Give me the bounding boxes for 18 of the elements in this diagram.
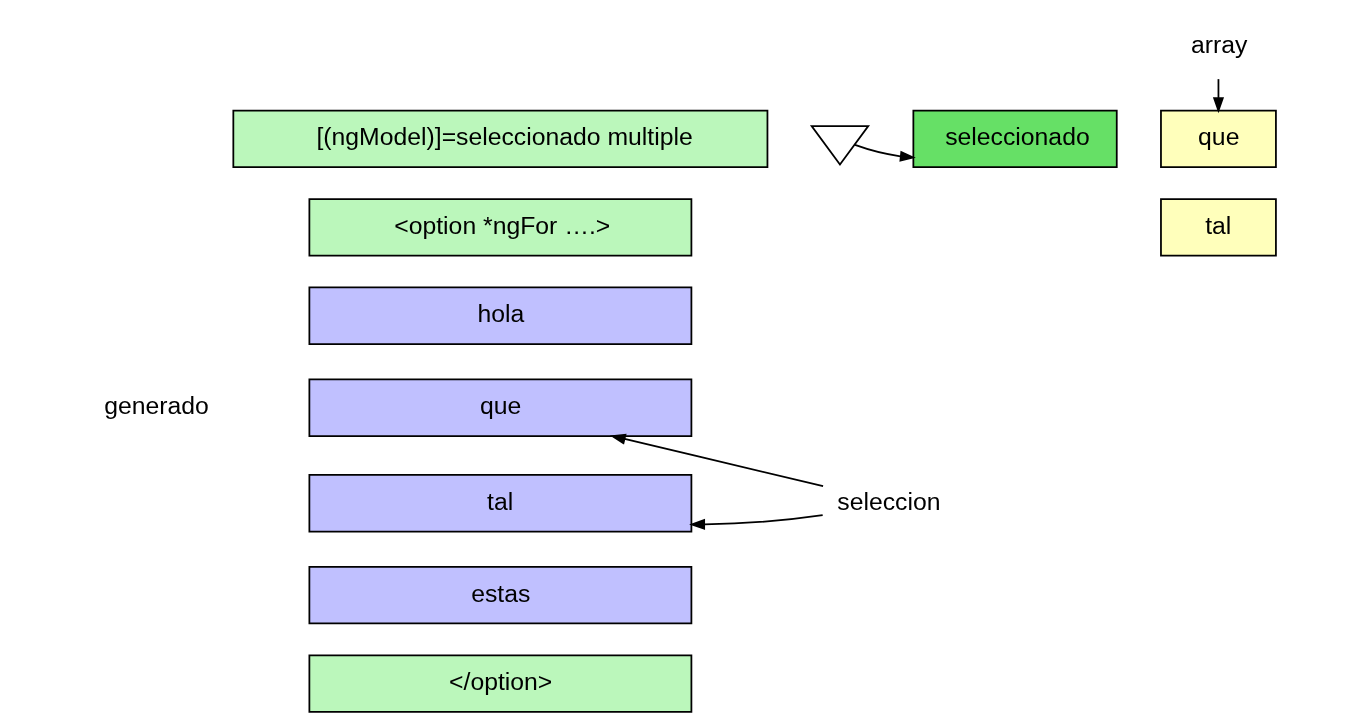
- node-box: tal: [308, 474, 692, 533]
- node-box: que: [1159, 109, 1277, 169]
- node-text: array: [1190, 31, 1247, 59]
- node-box: [(ngModel)]=seleccionado multiple: [231, 109, 768, 169]
- label: generado: [103, 392, 209, 420]
- node-box: que: [308, 378, 692, 437]
- arrow: [688, 514, 824, 530]
- arrow: [609, 433, 824, 487]
- node-text: seleccion: [836, 487, 940, 515]
- node-box: estas: [308, 566, 692, 625]
- node-box: seleccionado: [911, 109, 1118, 169]
- node-box: </option>: [308, 654, 692, 713]
- arrow: [853, 144, 916, 162]
- node-box: <option *ngFor ….>: [308, 198, 692, 257]
- node-box: hola: [308, 286, 692, 345]
- node-triangle: [809, 125, 870, 167]
- arrow: [1212, 78, 1224, 114]
- node-box: tal: [1159, 198, 1277, 257]
